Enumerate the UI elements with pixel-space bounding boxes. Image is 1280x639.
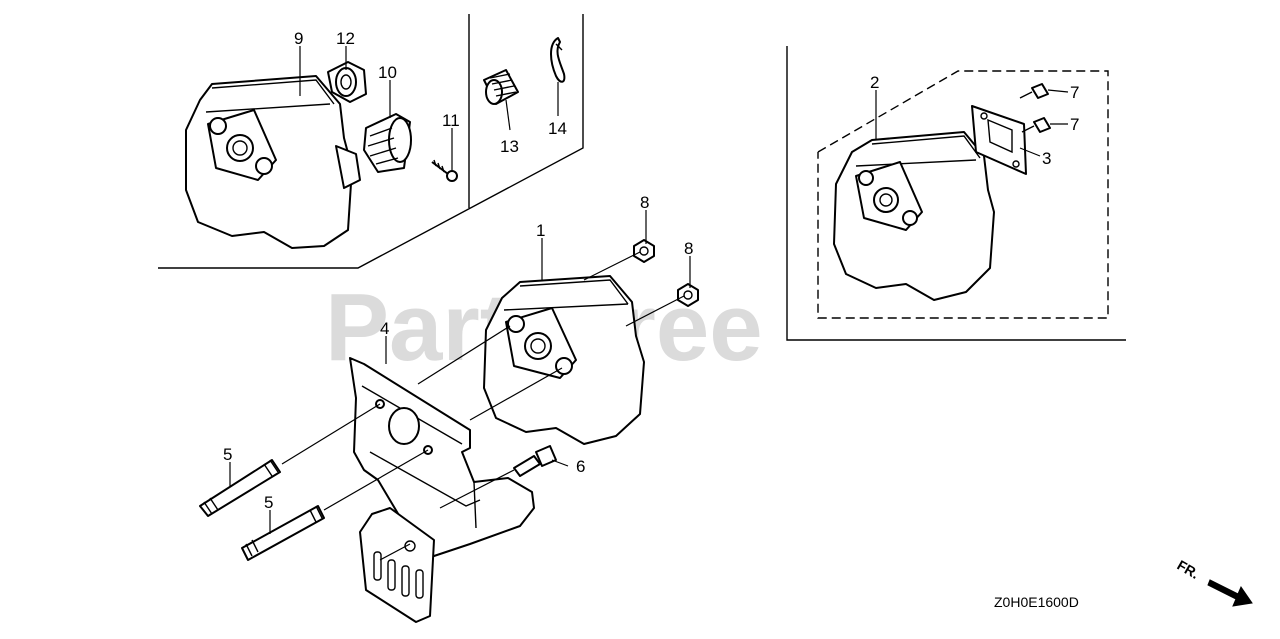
clip-part-14 — [550, 37, 566, 83]
callout-9: 9 — [294, 29, 303, 48]
inset-right-frame — [786, 46, 1126, 341]
callout-13: 13 — [500, 137, 519, 156]
callout-14: 14 — [548, 119, 567, 138]
screw-part-11 — [431, 159, 458, 182]
callout-3: 3 — [1042, 149, 1051, 168]
muffler-part-2 — [833, 131, 995, 301]
callout-7-upper: 7 — [1070, 83, 1079, 102]
stud-bolt-part-5b — [241, 505, 325, 561]
callout-8-lower: 8 — [684, 239, 693, 258]
callout-1: 1 — [536, 221, 545, 240]
nut-part-8a — [633, 239, 655, 263]
callout-5-upper: 5 — [223, 445, 232, 464]
protector-part-4 — [349, 357, 535, 557]
bolt-part-7a — [1019, 83, 1049, 99]
inset-top-left-frame — [158, 14, 584, 269]
muffler-part-1 — [483, 275, 645, 445]
callout-12: 12 — [336, 29, 355, 48]
bolt-part-7b — [1021, 117, 1051, 133]
stud-bolt-part-5a — [199, 459, 281, 517]
diagram-code: Z0H0E1600D — [994, 594, 1079, 610]
callout-8-upper: 8 — [640, 193, 649, 212]
callout-10: 10 — [378, 63, 397, 82]
callout-4: 4 — [380, 319, 389, 338]
front-direction-marker: FR. — [1175, 557, 1253, 607]
callout-5-lower: 5 — [264, 493, 273, 512]
screen-part-13 — [483, 69, 519, 105]
callout-11: 11 — [442, 111, 460, 130]
callout-7-lower: 7 — [1070, 115, 1079, 134]
callout-2: 2 — [870, 73, 879, 92]
spark-arrester-cap-part-12 — [327, 61, 367, 103]
callout-labels: 1 2 3 4 5 5 6 7 7 8 8 9 10 11 12 13 14 — [223, 29, 1079, 512]
spark-arrester-screen-part-10 — [363, 113, 412, 173]
assembly-leader-lines — [229, 46, 1069, 561]
callout-6: 6 — [576, 457, 585, 476]
front-direction-label: FR. — [1175, 557, 1203, 582]
arrow-right-down-icon — [1207, 579, 1253, 607]
gasket-part-3 — [971, 105, 1027, 175]
muffler-variant-part-9 — [185, 75, 361, 249]
nut-part-8b — [677, 283, 699, 307]
flange-bolt-part-6 — [513, 445, 557, 477]
heat-shield-bracket — [359, 507, 435, 623]
